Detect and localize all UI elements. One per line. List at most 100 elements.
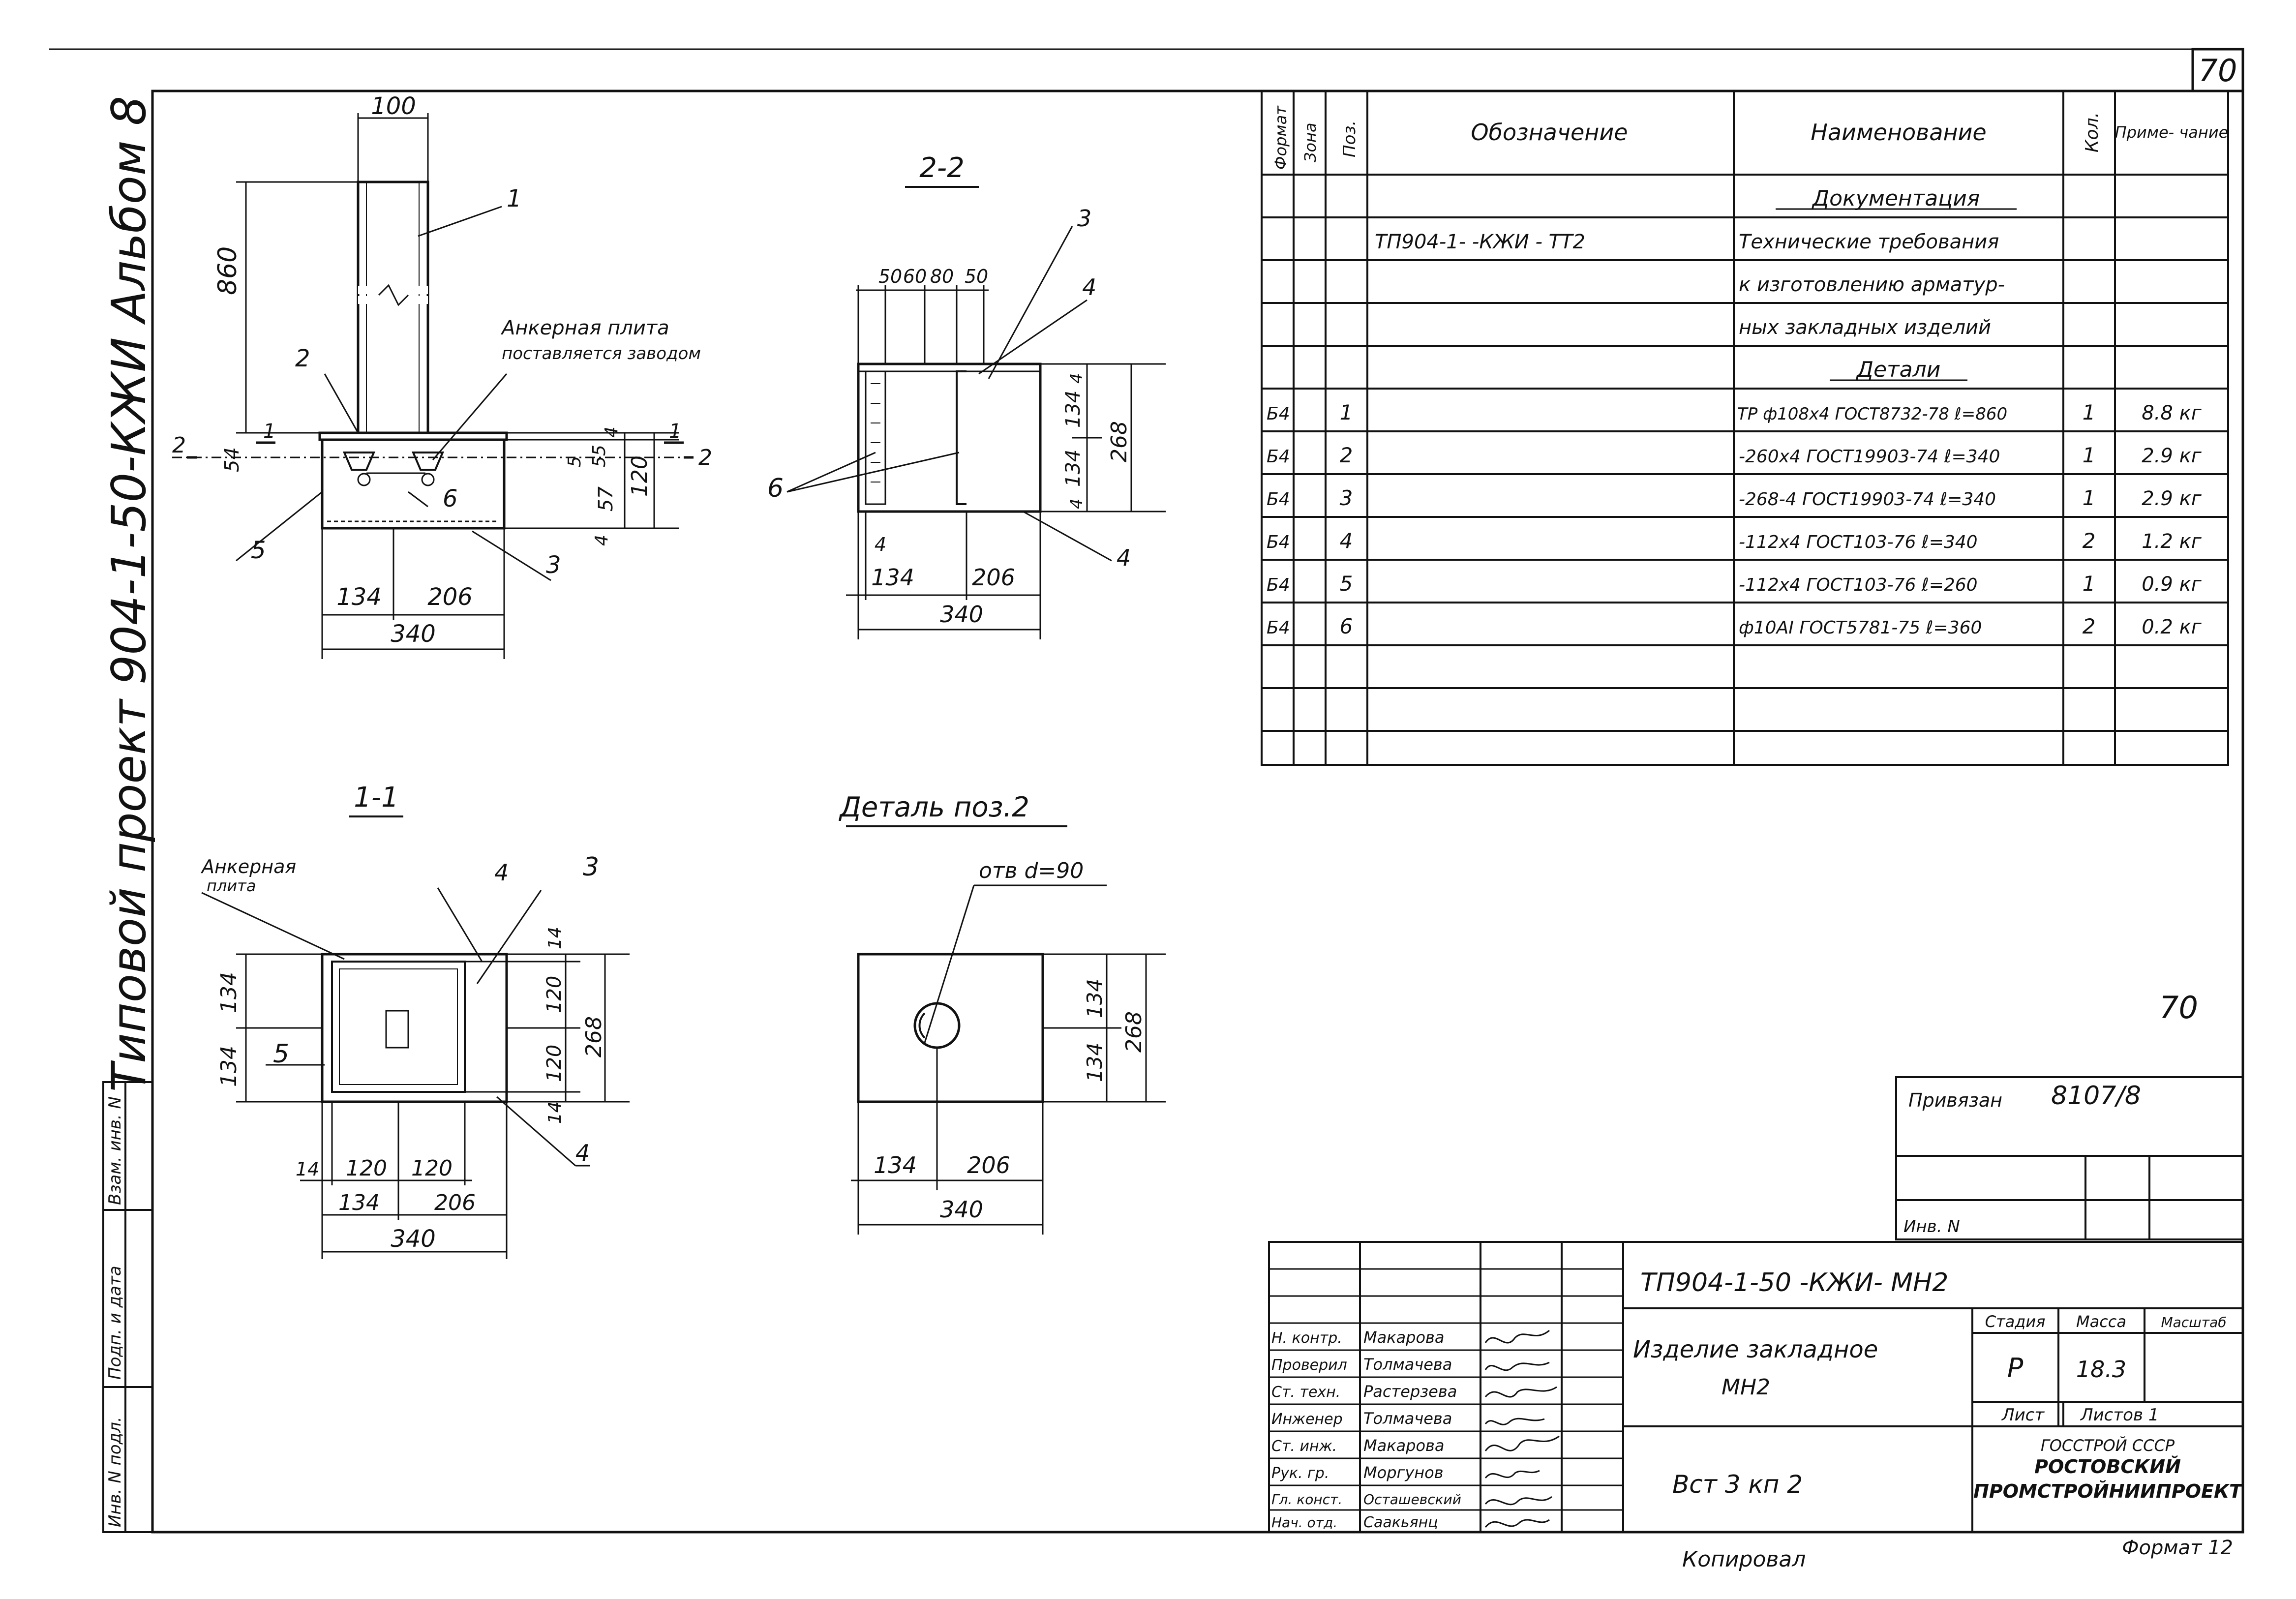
spec-cell-name: Технические требования <box>1739 231 1999 253</box>
dim-main-h57: 57 <box>595 486 617 512</box>
title-mass-label: Масса <box>2076 1312 2126 1331</box>
s11-dim-w120b: 120 <box>411 1156 453 1181</box>
section-mark-1-right: 1 <box>669 420 681 443</box>
spec-cell-qty: 2 <box>2083 614 2096 638</box>
detail-2-title: Деталь поз.2 <box>838 791 1029 823</box>
title-sheets-label: Листов 1 <box>2080 1405 2159 1425</box>
spec-header-pos: Поз. <box>1340 121 1359 157</box>
s22-dim-w4: 4 <box>875 534 886 555</box>
section-22-drawing <box>857 362 1042 513</box>
title-stage-label: Стадия <box>1985 1312 2046 1331</box>
spec-cell-name: ных закладных изделий <box>1739 316 1991 339</box>
section-mark-1-left: 1 <box>263 420 275 443</box>
s11-dim-v134b: 134 <box>216 1046 242 1087</box>
s22-dim-v134a: 134 <box>1062 391 1085 428</box>
signature-role: Проверил <box>1271 1357 1347 1374</box>
d2-dim-v134a: 134 <box>1083 979 1107 1018</box>
format-label: Формат 12 <box>2122 1537 2233 1559</box>
title-item-name-1: Изделие закладное <box>1633 1336 1878 1363</box>
margin-label-sign: Подп. и дата <box>105 1266 125 1380</box>
s22-dim-60: 60 <box>903 266 927 287</box>
spec-cell-name: -260х4 ГОСТ19903-74 ℓ=340 <box>1739 447 2000 467</box>
spec-cell-format: Б4 <box>1267 489 1290 510</box>
signature-role: Инженер <box>1271 1411 1343 1428</box>
s11-dim-v268: 268 <box>581 1016 606 1057</box>
s11-dim-v120b: 120 <box>543 1045 566 1082</box>
signature-role: Гл. конст. <box>1271 1491 1342 1508</box>
spec-cell-qty: 1 <box>2083 572 2096 596</box>
title-scale-label: Масштаб <box>2161 1314 2226 1330</box>
main-pos-2: 2 <box>295 345 310 372</box>
signature-name: Толмачева <box>1363 1409 1452 1428</box>
main-pos-5: 5 <box>251 537 266 564</box>
d2-dim-v268: 268 <box>1121 1011 1147 1053</box>
spec-cell-qty: 1 <box>2083 486 2096 510</box>
main-pos-1: 1 <box>507 185 522 212</box>
spec-cell-format: Б4 <box>1267 447 1290 467</box>
s22-dim-v134b: 134 <box>1062 450 1085 487</box>
spec-cell-name: ТР ф108х4 ГОСТ8732-78 ℓ=860 <box>1737 404 2007 424</box>
dim-main-w206: 206 <box>427 583 473 611</box>
dim-main-w134: 134 <box>336 583 382 611</box>
section-mark-2-left: 2 <box>172 433 186 458</box>
detail-2-drawing <box>857 953 1044 1103</box>
stamp-number: 70 <box>2159 990 2198 1026</box>
margin-label-inv: Инв. N подл. <box>105 1417 125 1527</box>
spec-cell-format: Б4 <box>1267 532 1290 552</box>
main-anchor-plate-note-2: поставляется заводом <box>502 344 701 363</box>
side-project-title: Типовой проект 904-1-50-КЖИ Альбом 8 <box>102 96 156 1092</box>
spec-cell-qty: 2 <box>2083 529 2096 553</box>
s11-anchor-note-1: Анкерная <box>200 856 296 877</box>
s11-dim-w14: 14 <box>296 1158 319 1180</box>
spec-cell-pos: 4 <box>1340 529 1353 553</box>
s11-dim-w206: 206 <box>434 1190 476 1215</box>
s11-pos-5: 5 <box>273 1039 289 1069</box>
section-11-drawing <box>321 953 508 1103</box>
spec-cell-format: Б4 <box>1267 404 1290 424</box>
title-code: ТП904-1-50 -КЖИ- МН2 <box>1640 1268 1948 1297</box>
spec-cell-note: 8.8 кг <box>2142 402 2202 424</box>
dim-main-w340: 340 <box>391 620 436 648</box>
spec-cell-note: 2.9 кг <box>2142 445 2202 467</box>
signature-name: Моргунов <box>1363 1463 1444 1482</box>
spec-table-grid <box>1261 90 2229 766</box>
detail-2-hole-note: отв d=90 <box>979 858 1084 883</box>
dim-main-h120: 120 <box>627 455 652 497</box>
signature-name: Осташевский <box>1363 1491 1461 1508</box>
title-org-2: РОСТОВСКИЙ <box>2034 1456 2181 1478</box>
spec-cell-note: 0.9 кг <box>2142 573 2202 596</box>
s22-dim-80: 80 <box>930 266 954 287</box>
s11-anchor-note-2: плита <box>207 876 256 895</box>
spec-header-note: Приме- чание <box>2115 123 2229 142</box>
d2-dim-w134: 134 <box>874 1152 917 1178</box>
title-org-1: ГОССТРОЙ СССР <box>2041 1436 2175 1455</box>
spec-cell-name: -112х4 ГОСТ103-76 ℓ=260 <box>1739 575 1978 595</box>
dim-main-h54: 54 <box>221 447 243 472</box>
spec-cell-note: 2.9 кг <box>2142 487 2202 510</box>
section-11-dims <box>201 887 630 1259</box>
title-item-name-2: МН2 <box>1722 1375 1770 1400</box>
spec-cell-name: к изготовлению арматур- <box>1739 273 2005 296</box>
spec-cell-format: Б4 <box>1267 618 1290 638</box>
s11-pos-3: 3 <box>583 852 599 882</box>
s22-dim-v4: 4 <box>1067 373 1087 384</box>
s22-dim-w340: 340 <box>940 601 983 628</box>
dim-main-top-width: 100 <box>371 92 416 120</box>
dim-main-height: 860 <box>213 246 242 295</box>
margin-label-replace: Взам. инв. N <box>105 1096 125 1205</box>
s22-pos-3: 3 <box>1077 205 1091 232</box>
spec-header-designation: Обозначение <box>1471 119 1628 146</box>
s22-dim-w206: 206 <box>972 564 1015 591</box>
section-11-title: 1-1 <box>354 782 398 814</box>
main-anchor-plate-note-1: Анкерная плита <box>500 317 669 339</box>
section-mark-2-right: 2 <box>698 445 712 470</box>
signature-role: Ст. техн. <box>1271 1384 1340 1401</box>
corner-sheet-number: 70 <box>2199 53 2237 89</box>
s22-dim-v4b: 4 <box>1067 498 1087 509</box>
spec-cell-name: ф10АI ГОСТ5781-75 ℓ=360 <box>1739 618 1982 638</box>
d2-dim-w340: 340 <box>940 1196 983 1223</box>
dim-main-h55: 55 <box>589 445 609 467</box>
spec-header-name: Наименование <box>1811 119 1986 146</box>
binding-inv-label: Инв. N <box>1903 1217 1960 1237</box>
